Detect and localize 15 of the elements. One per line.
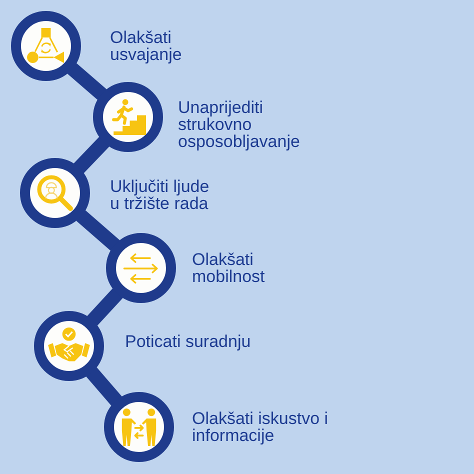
step-label: Uključiti ljude u tržište rada — [110, 178, 210, 212]
connector-line — [87, 288, 123, 326]
step-circle — [106, 233, 176, 303]
connector-line — [86, 367, 122, 406]
step-label: Poticati suradnju — [125, 333, 252, 350]
step-label: Olakšati mobilnost — [192, 251, 266, 285]
step-label: Unaprijediti strukovno osposobljavanje — [178, 99, 301, 150]
connector-line — [74, 136, 110, 174]
connector-line — [67, 63, 107, 100]
connector-line — [76, 210, 120, 251]
step-circle — [20, 158, 90, 228]
step-circle — [34, 311, 104, 381]
step-label: Olakšati iskustvo i informacije — [192, 410, 330, 444]
step-label: Olakšati usvajanje — [110, 29, 183, 63]
step-circle — [93, 82, 163, 152]
